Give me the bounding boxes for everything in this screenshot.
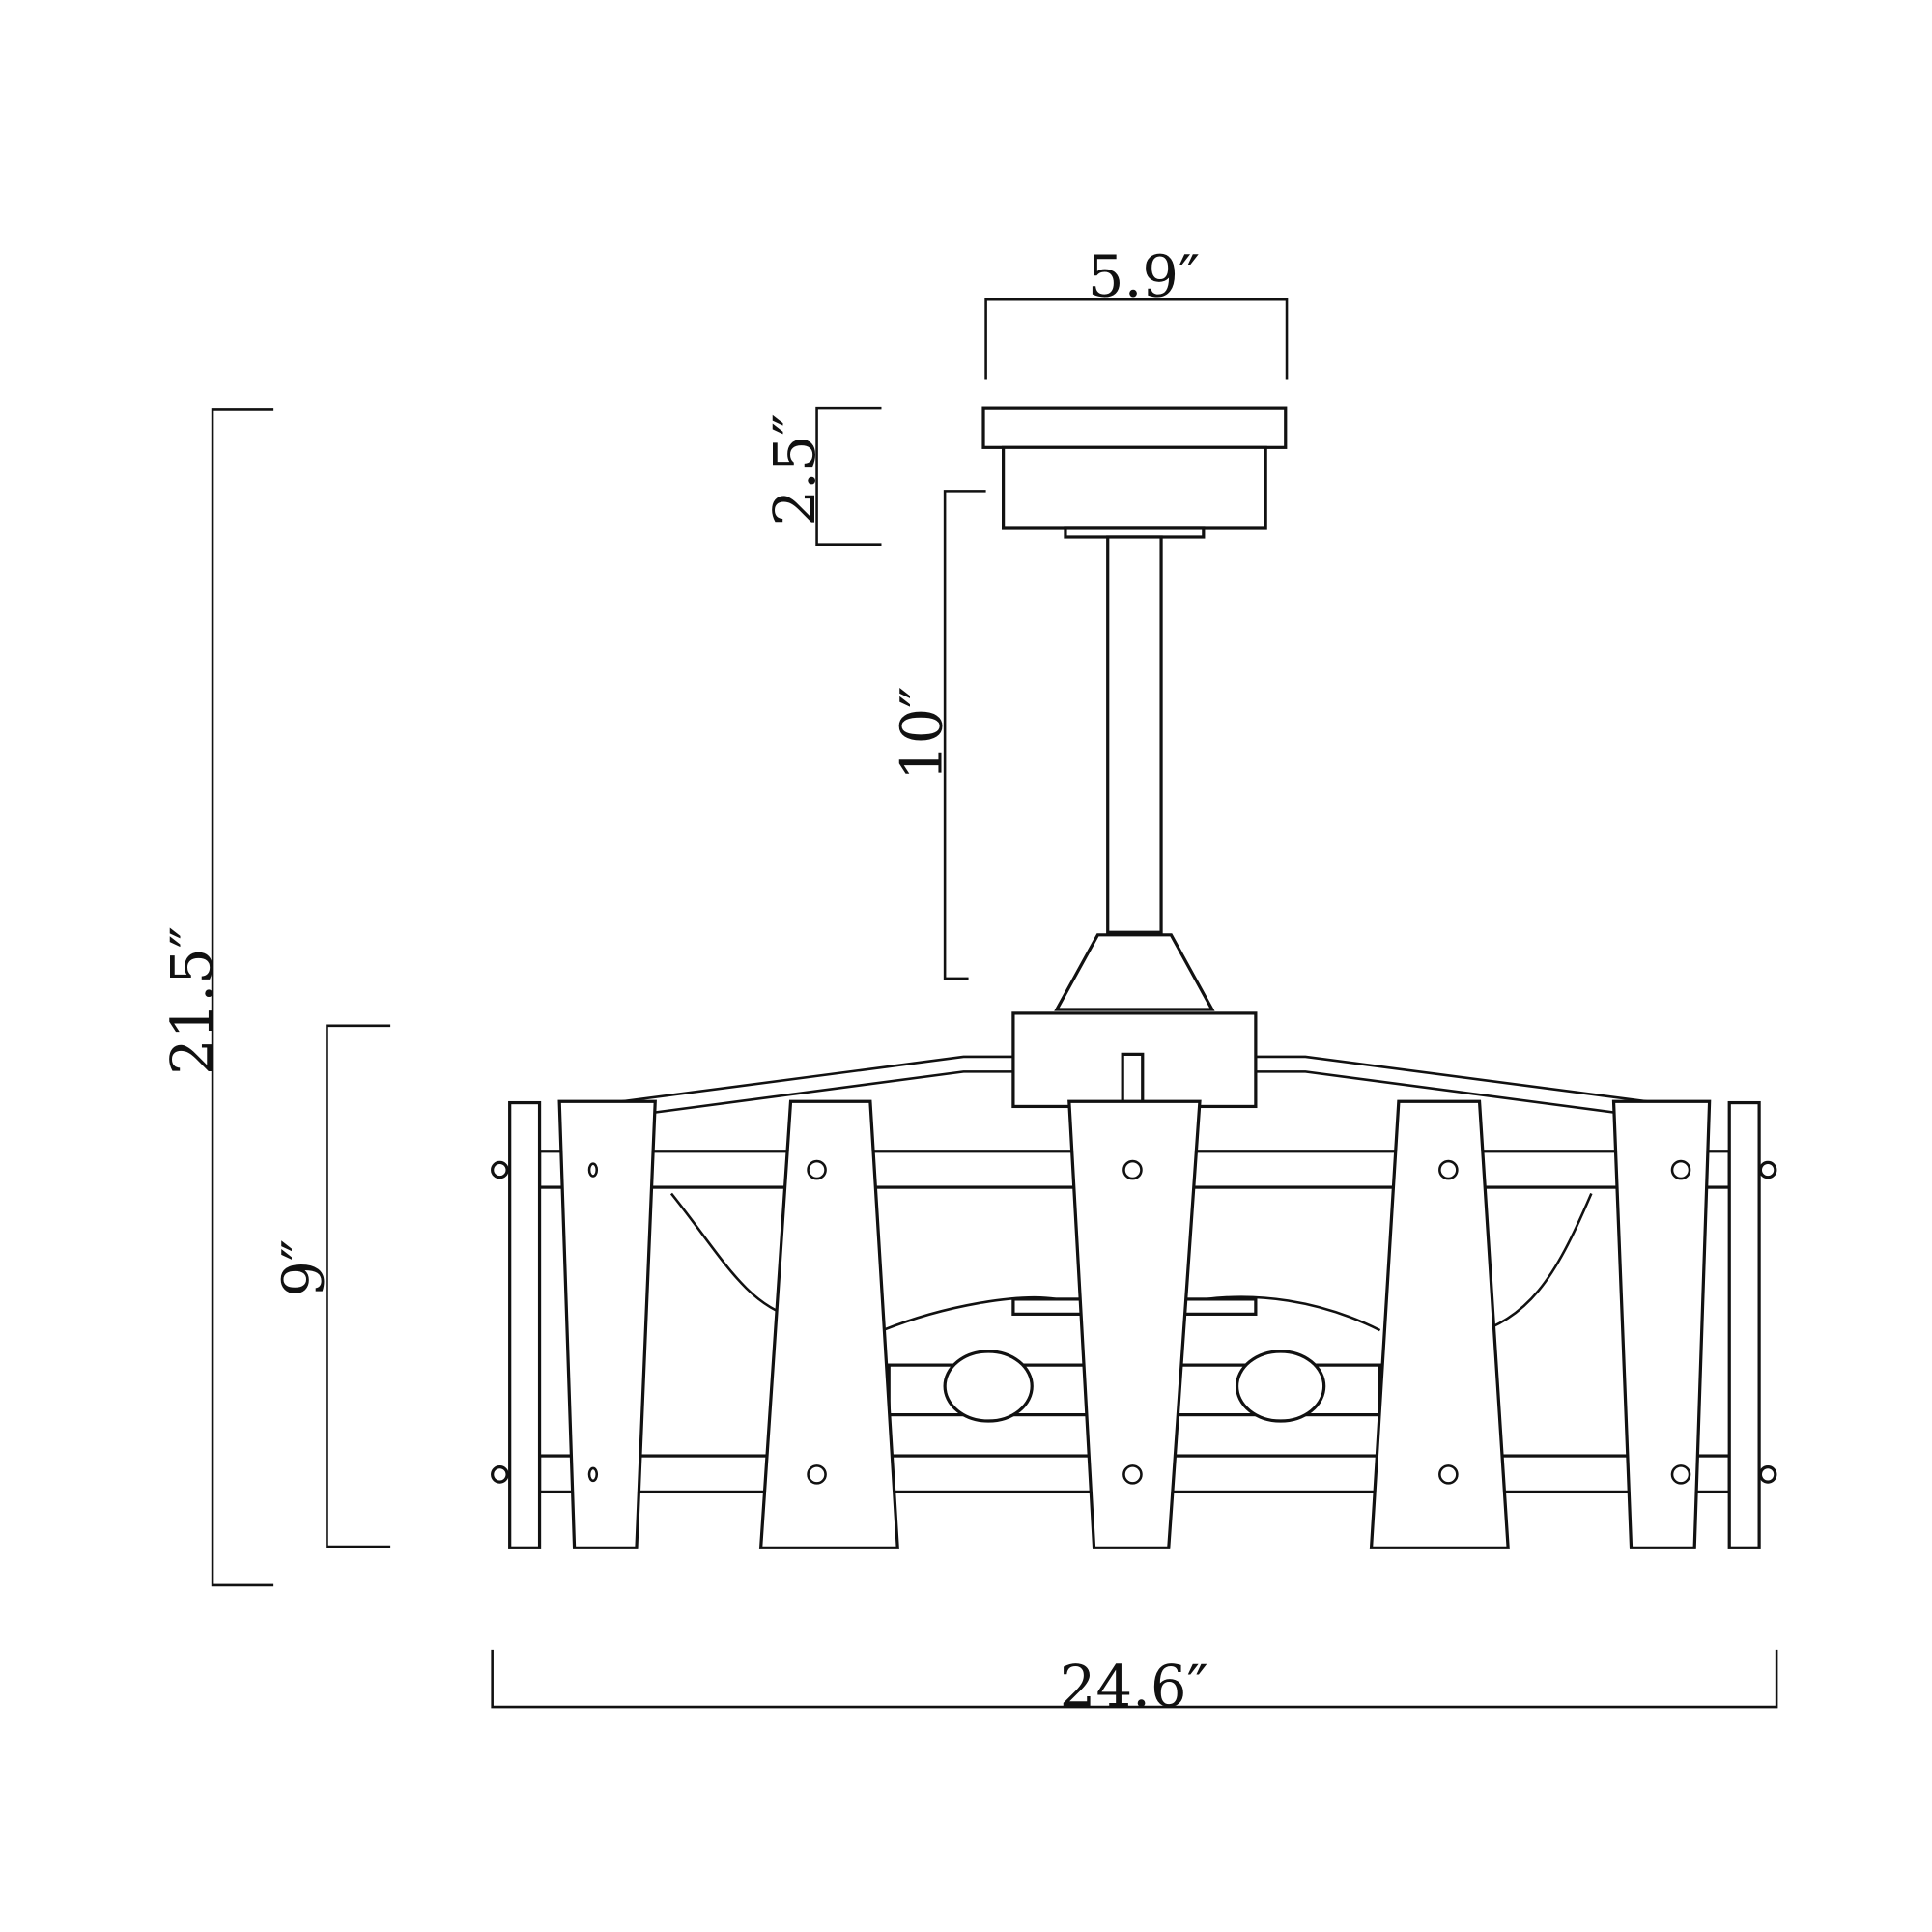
label-canopy-width: 5.9″: [1088, 242, 1200, 309]
blades: [557, 1099, 1712, 1549]
blade: [758, 1099, 899, 1549]
blade: [557, 1099, 657, 1549]
dimension-overall-height: 21.5″: [158, 408, 274, 1587]
motor-housing: [1054, 933, 1215, 1011]
hub-pin: [1121, 1052, 1145, 1106]
blade: [1369, 1099, 1510, 1549]
label-body-height: 9″: [270, 1239, 337, 1297]
label-overall-width: 24.6″: [1060, 1653, 1208, 1719]
dimension-overall-width: 24.6″: [491, 1649, 1778, 1719]
blade: [1067, 1099, 1202, 1549]
label-overall-height: 21.5″: [158, 926, 225, 1075]
canopy: [981, 406, 1288, 539]
dimension-canopy-height: 2.5″: [761, 406, 882, 546]
blade: [1611, 1099, 1712, 1549]
downrod: [1106, 535, 1163, 934]
arms: [621, 1055, 1648, 1115]
dimension-canopy-width: 5.9″: [984, 242, 1289, 380]
label-downrod: 10″: [888, 687, 954, 781]
dimension-body-height: 9″: [270, 1024, 391, 1548]
bulb-left: [943, 1350, 1034, 1423]
label-canopy-height: 2.5″: [761, 413, 828, 526]
bulb-right: [1235, 1350, 1326, 1423]
end-rails: [491, 1100, 1777, 1549]
dimension-downrod: 10″: [888, 490, 986, 980]
